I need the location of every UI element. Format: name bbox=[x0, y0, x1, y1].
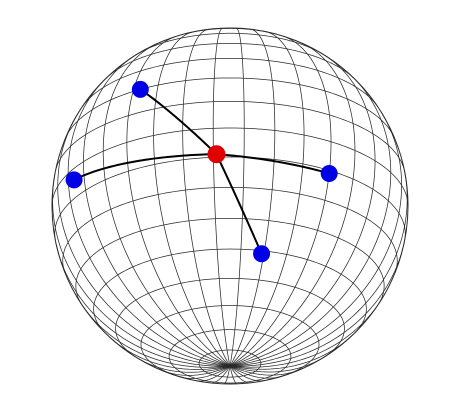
longitude-line bbox=[83, 56, 231, 367]
longitude-line bbox=[223, 365, 231, 385]
longitude-line bbox=[153, 31, 231, 367]
outer-node-n3 bbox=[320, 164, 338, 182]
outer-node-n4 bbox=[253, 245, 271, 263]
sphere-nodes bbox=[65, 80, 338, 263]
longitude-line bbox=[229, 365, 283, 379]
longitude-line bbox=[229, 35, 332, 367]
longitude-line bbox=[67, 77, 231, 367]
outer-node-n1 bbox=[131, 80, 149, 98]
latitude-line bbox=[55, 100, 405, 171]
longitude-line bbox=[57, 115, 231, 367]
geodesic-edges bbox=[73, 88, 331, 255]
longitude-line bbox=[229, 54, 376, 367]
longitude-line bbox=[79, 302, 231, 368]
longitude-line bbox=[229, 28, 276, 367]
longitude-line bbox=[229, 365, 238, 385]
longitude-line bbox=[229, 334, 354, 370]
longitude-line bbox=[229, 31, 305, 367]
longitude-line bbox=[178, 365, 231, 379]
longitude-line bbox=[229, 356, 326, 373]
latitude-line bbox=[54, 156, 406, 240]
longitude-line bbox=[109, 337, 231, 370]
longitude-line bbox=[212, 27, 231, 367]
longitude-line bbox=[229, 365, 267, 382]
longitude-line bbox=[229, 240, 406, 367]
longitude-line bbox=[210, 365, 231, 384]
latitude-line bbox=[75, 218, 385, 306]
latitude-line bbox=[105, 43, 354, 80]
longitude-line bbox=[126, 36, 231, 367]
longitude-line bbox=[195, 365, 231, 382]
latitude-line bbox=[93, 248, 367, 334]
edge-center-n4 bbox=[215, 153, 263, 255]
longitude-line bbox=[52, 174, 231, 367]
latitude-line bbox=[183, 28, 277, 35]
longitude-line bbox=[229, 170, 408, 367]
center-node bbox=[207, 145, 226, 164]
longitude-line bbox=[229, 76, 392, 367]
longitude-line bbox=[182, 28, 231, 367]
edge-center-n1 bbox=[139, 88, 218, 156]
latitude-line bbox=[51, 127, 409, 207]
longitude-line bbox=[229, 298, 383, 368]
sphere-wireframe bbox=[51, 27, 409, 385]
latitude-line bbox=[65, 77, 395, 139]
longitude-line bbox=[102, 43, 231, 367]
longitude-line bbox=[229, 365, 303, 376]
longitude-line bbox=[160, 365, 231, 376]
edge-center-n3 bbox=[215, 153, 331, 175]
latitude-line bbox=[62, 187, 398, 273]
latitude-line bbox=[140, 305, 320, 378]
longitude-line bbox=[229, 27, 245, 367]
longitude-line bbox=[229, 42, 356, 367]
edge-center-n2 bbox=[73, 153, 218, 181]
outer-node-n2 bbox=[65, 171, 83, 189]
latitude-line bbox=[81, 58, 379, 108]
longitude-line bbox=[229, 365, 251, 384]
longitude-line bbox=[229, 112, 402, 367]
longitude-line bbox=[137, 358, 231, 373]
longitude-line bbox=[55, 244, 231, 367]
latitude-line bbox=[115, 278, 345, 358]
